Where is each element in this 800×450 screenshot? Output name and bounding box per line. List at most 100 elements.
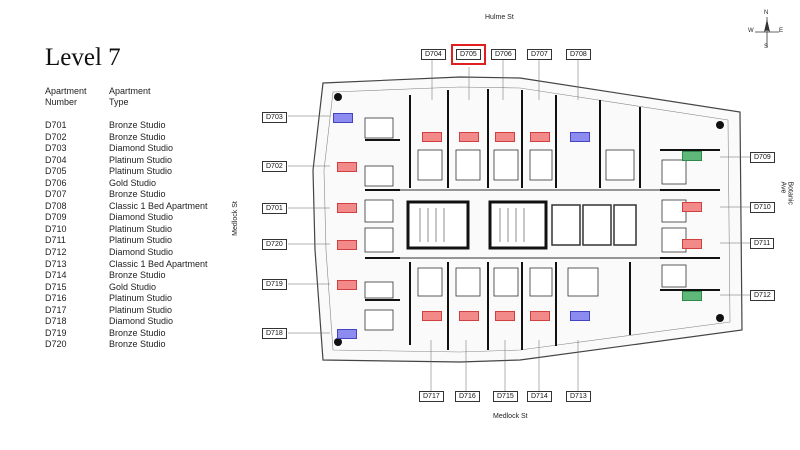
apartment-number: D709 xyxy=(45,212,67,223)
room-badge-red xyxy=(337,203,357,213)
apartment-type: Platinum Studio xyxy=(109,166,173,177)
header-type: Apartment Type xyxy=(109,86,189,108)
compass-e: E xyxy=(779,28,784,34)
apartment-type: Diamond Studio xyxy=(109,247,174,258)
apartment-number: D702 xyxy=(45,131,67,142)
lift-3 xyxy=(613,204,637,246)
unit-tag-d720[interactable]: D720 xyxy=(262,239,287,250)
unit-tag-d714[interactable]: D714 xyxy=(527,391,552,402)
header-number: Apartment Number xyxy=(45,86,125,108)
apartment-number: D712 xyxy=(45,247,67,258)
table-row: D701 Bronze Studio xyxy=(45,120,245,132)
apartment-number: D701 xyxy=(45,120,67,130)
street-label-left: Medlock St xyxy=(231,201,239,236)
room-badge-red xyxy=(495,132,515,142)
apartment-number: D711 xyxy=(45,235,66,246)
unit-tag-d712[interactable]: D712 xyxy=(750,290,775,301)
table-row: D720 Bronze Studio xyxy=(45,339,245,351)
table-row: D708 Classic 1 Bed Apartment xyxy=(45,201,245,213)
street-label-bottom: Medlock St xyxy=(493,413,528,420)
table-row: D706 Gold Studio xyxy=(45,178,245,190)
unit-tag-d703[interactable]: D703 xyxy=(262,112,287,123)
lift-2 xyxy=(582,204,612,246)
apartment-type: Bronze Studio xyxy=(109,120,166,130)
apartment-type: Bronze Studio xyxy=(109,189,166,200)
room-badge-green xyxy=(682,151,702,161)
room-badge-red xyxy=(459,132,479,142)
table-row: D704 Platinum Studio xyxy=(45,155,245,167)
page-title: Level 7 xyxy=(45,44,121,71)
table-row: D718 Diamond Studio xyxy=(45,316,245,328)
room-badge-blue xyxy=(570,311,590,321)
room-badge-red xyxy=(530,132,550,142)
compass-s: S xyxy=(764,44,769,50)
apartment-type: Platinum Studio xyxy=(109,293,173,304)
room-badge-green xyxy=(682,291,702,301)
apartment-number: D714 xyxy=(45,270,67,281)
header-number-line2: Number xyxy=(45,97,78,107)
apartment-number: D706 xyxy=(45,177,67,188)
unit-tag-d709[interactable]: D709 xyxy=(750,152,775,163)
unit-tag-d719[interactable]: D719 xyxy=(262,279,287,290)
unit-tag-d704[interactable]: D704 xyxy=(421,49,446,60)
header-type-line1: Apartment xyxy=(109,86,151,96)
table-row: D717 Platinum Studio xyxy=(45,305,245,317)
room-badge-red xyxy=(495,311,515,321)
apartment-type: Diamond Studio xyxy=(109,316,174,327)
header-number-line1: Apartment xyxy=(45,86,87,96)
apartment-number: D704 xyxy=(45,154,67,165)
unit-tag-d706[interactable]: D706 xyxy=(491,49,516,60)
unit-tag-d711[interactable]: D711 xyxy=(750,238,775,249)
compass-w: W xyxy=(748,28,754,34)
apartment-type: Bronze Studio xyxy=(109,339,166,350)
apartment-type: Bronze Studio xyxy=(109,131,166,142)
apartment-number: D720 xyxy=(45,339,67,350)
apartment-type: Diamond Studio xyxy=(109,143,174,154)
unit-tag-d707[interactable]: D707 xyxy=(527,49,552,60)
street-label-right: Botanic Ave xyxy=(779,181,794,205)
room-badge-red xyxy=(682,202,702,212)
table-row: D703 Diamond Studio xyxy=(45,143,245,155)
apartment-type: Gold Studio xyxy=(109,177,157,188)
room-badge-red xyxy=(337,280,357,290)
apartment-type: Gold Studio xyxy=(109,281,157,292)
header-type-line2: Type xyxy=(109,97,129,107)
table-row: D714 Bronze Studio xyxy=(45,270,245,282)
room-badge-red xyxy=(337,240,357,250)
apartment-type: Platinum Studio xyxy=(109,223,173,234)
apartment-type: Bronze Studio xyxy=(109,270,166,281)
apartment-number: D703 xyxy=(45,143,67,154)
apartment-type: Classic 1 Bed Apartment xyxy=(109,200,208,211)
unit-tag-d717[interactable]: D717 xyxy=(419,391,444,402)
unit-tag-d701[interactable]: D701 xyxy=(262,203,287,214)
room-badge-red xyxy=(422,311,442,321)
unit-tag-d705-highlighted[interactable]: D705 xyxy=(451,44,486,65)
core-stair-left xyxy=(406,200,470,250)
unit-tag-d716[interactable]: D716 xyxy=(455,391,480,402)
apartment-type: Classic 1 Bed Apartment xyxy=(109,258,208,269)
apartment-number: D713 xyxy=(45,258,67,269)
room-badge-red xyxy=(337,162,357,172)
room-badge-red xyxy=(530,311,550,321)
apartment-number: D718 xyxy=(45,316,67,327)
unit-tag-d713[interactable]: D713 xyxy=(566,391,591,402)
unit-tag-d710[interactable]: D710 xyxy=(750,202,775,213)
room-badge-blue xyxy=(337,329,357,339)
unit-tag-d715[interactable]: D715 xyxy=(493,391,518,402)
apartment-number: D717 xyxy=(45,304,67,315)
unit-tag-d718[interactable]: D718 xyxy=(262,328,287,339)
apartment-type: Platinum Studio xyxy=(109,304,173,315)
table-row: D709 Diamond Studio xyxy=(45,212,245,224)
apartment-number: D708 xyxy=(45,200,67,211)
room-badge-red xyxy=(422,132,442,142)
unit-tag-d708[interactable]: D708 xyxy=(566,49,591,60)
unit-tag-d702[interactable]: D702 xyxy=(262,161,287,172)
apartment-type: Diamond Studio xyxy=(109,212,174,223)
table-row: D712 Diamond Studio xyxy=(45,247,245,259)
apartment-type: Platinum Studio xyxy=(109,154,173,165)
